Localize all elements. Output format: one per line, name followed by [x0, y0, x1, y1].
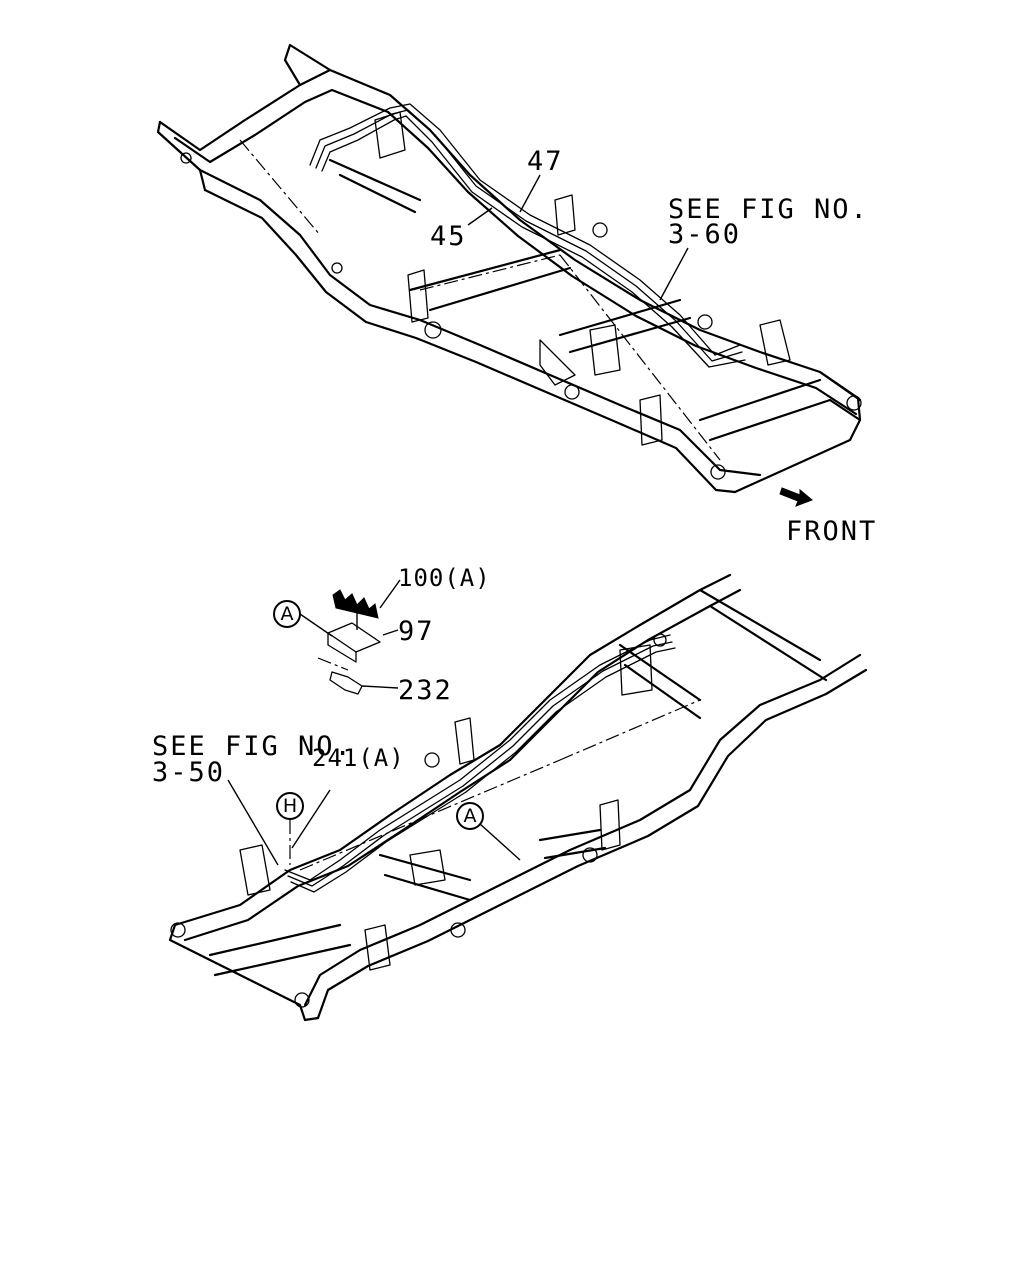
- clip-detail-exploded: [299, 579, 401, 695]
- lower-chassis-frame: [168, 573, 868, 1022]
- callout-part-45: 45: [430, 221, 467, 252]
- detail-a-marker: A: [273, 600, 301, 628]
- callout-part-100: 100(A): [398, 564, 491, 592]
- front-arrow-icon: [779, 487, 813, 507]
- callout-part-97: 97: [398, 616, 435, 647]
- front-label: FRONT: [786, 516, 878, 547]
- see-fig-3-60-line2: 3-60: [668, 219, 742, 250]
- callout-part-232: 232: [398, 675, 453, 706]
- location-h-marker: H: [276, 792, 304, 820]
- location-a-marker: A: [456, 802, 484, 830]
- callout-part-47: 47: [527, 146, 564, 177]
- see-fig-3-60-line1: SEE FIG NO.: [668, 194, 869, 225]
- callout-part-241: 241(A): [312, 744, 405, 772]
- see-fig-3-50-line2: 3-50: [152, 757, 226, 788]
- upper-chassis-frame: [156, 43, 862, 494]
- see-fig-3-50-line1: SEE FIG NO.: [152, 731, 353, 762]
- upper-leader-lines: [467, 174, 689, 301]
